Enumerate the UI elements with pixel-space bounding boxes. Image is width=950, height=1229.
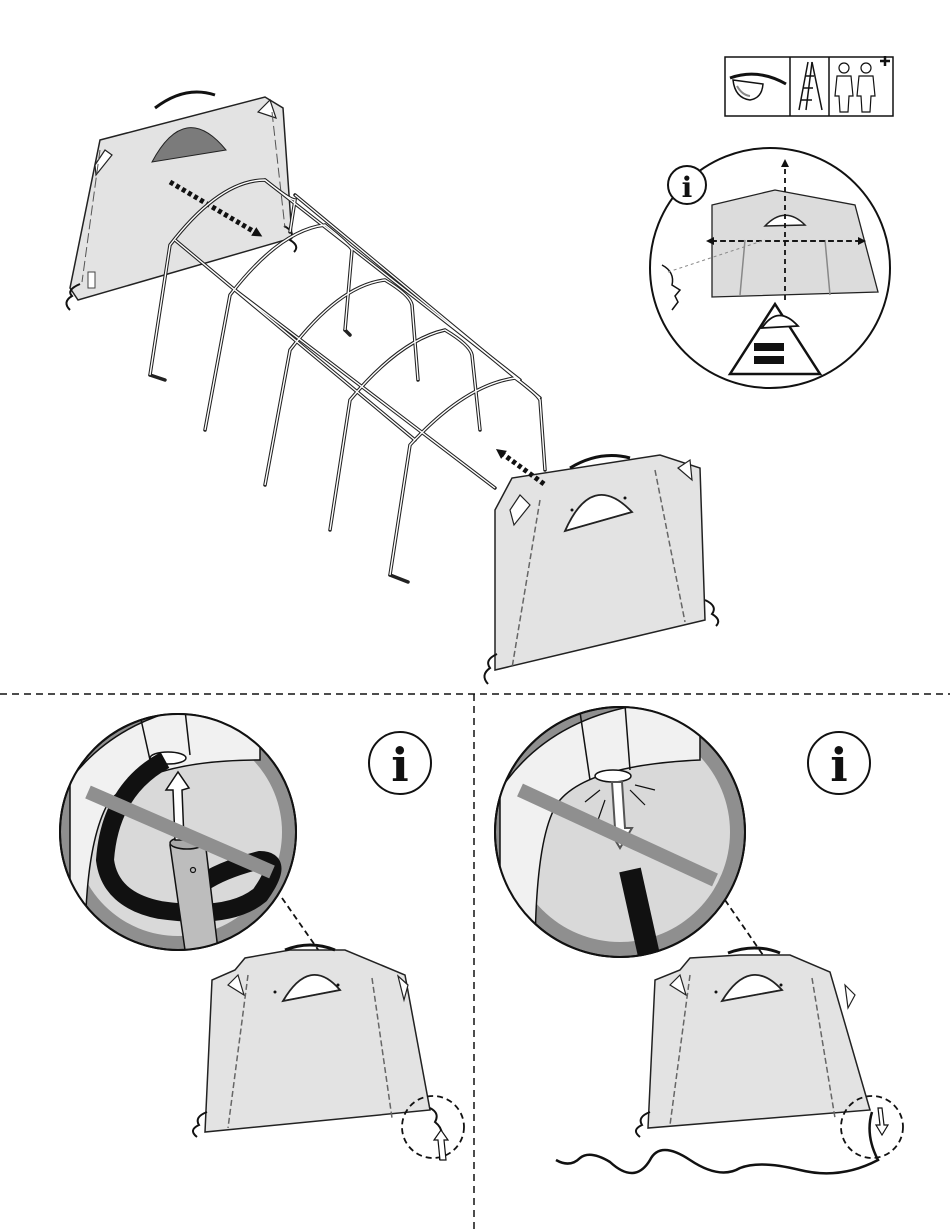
bottom-left-section: i xyxy=(60,700,464,1160)
info-icon-top: i xyxy=(682,171,693,204)
rear-panel xyxy=(66,92,296,310)
prohibited-looped-cord-detail xyxy=(60,700,296,950)
prohibited-hanging-cord-detail xyxy=(495,700,745,960)
tool-icons-box xyxy=(725,56,893,116)
info-icon-left: i xyxy=(391,738,408,792)
alignment-info-circle: i xyxy=(650,148,890,388)
info-icon-right: i xyxy=(830,738,847,792)
front-panel xyxy=(484,452,718,684)
bottom-right-section: i xyxy=(495,700,903,1173)
